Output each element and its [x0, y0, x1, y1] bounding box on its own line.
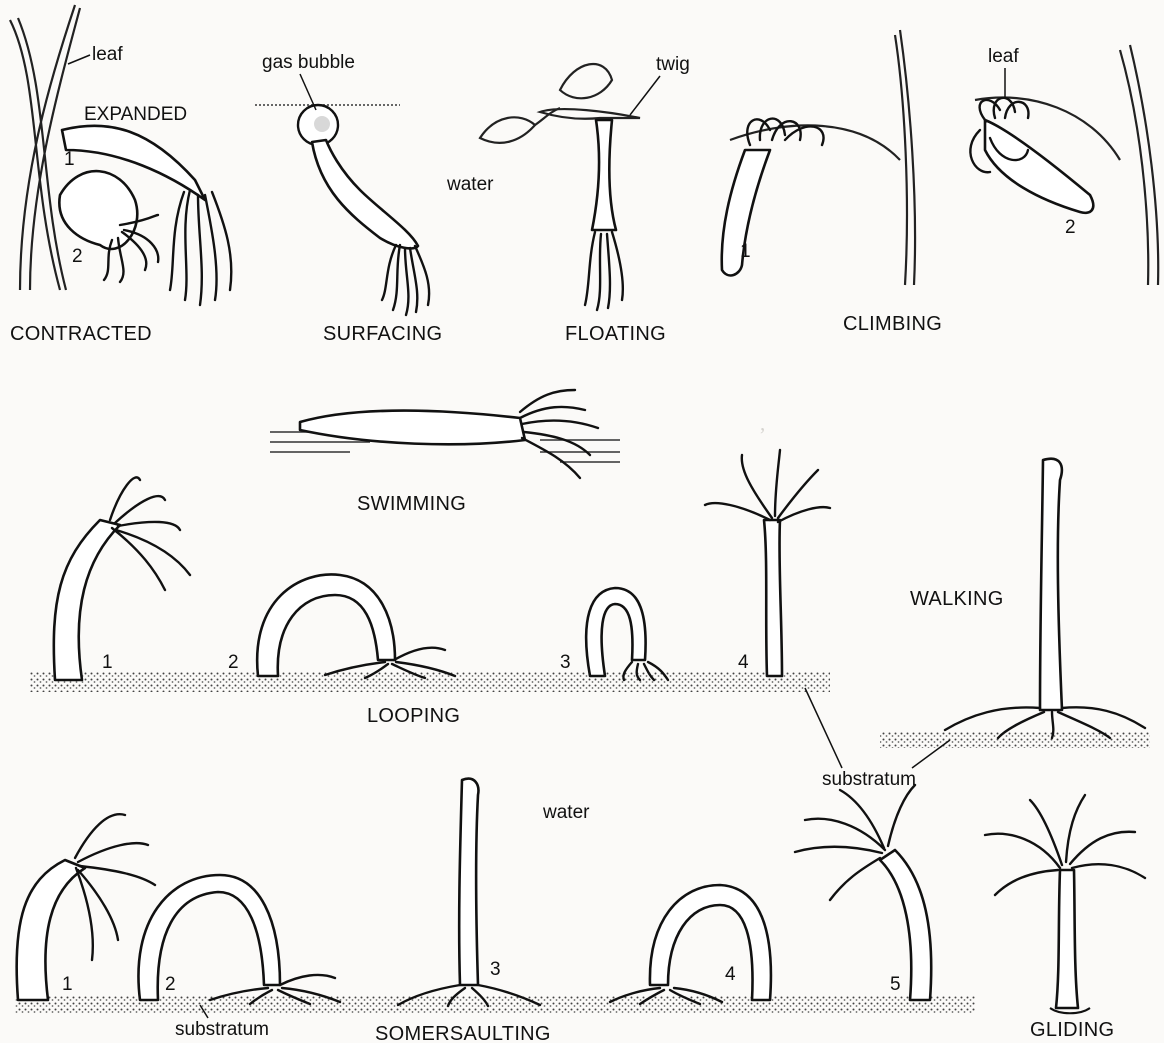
- label-loop-1: 1: [102, 652, 113, 673]
- label-climbing-number-1: 1: [740, 241, 751, 262]
- floating-hydra-body: [592, 120, 616, 230]
- label-floating: FLOATING: [565, 323, 666, 345]
- label-leaf-climbing: leaf: [988, 46, 1019, 67]
- label-somersault-3: 3: [490, 959, 501, 980]
- floating-leaf-1: [560, 64, 612, 98]
- label-somersaulting: SOMERSAULTING: [375, 1023, 551, 1043]
- climbing-leaf-blade-2: [1120, 45, 1158, 285]
- floating-leaf-2: [480, 117, 535, 143]
- surfacing-tentacles: [382, 245, 429, 315]
- label-water-top: water: [446, 174, 494, 195]
- looping-hydra-4-body: [764, 520, 782, 676]
- label-walking: WALKING: [910, 588, 1004, 610]
- label-somersault-4: 4: [725, 964, 736, 985]
- swimming-figure: SWIMMING: [270, 390, 620, 515]
- walking-figure: WALKING: [910, 459, 1145, 738]
- label-looping: LOOPING: [367, 705, 460, 727]
- label-loop-3: 3: [560, 652, 571, 673]
- expanded-tentacles: [170, 190, 231, 305]
- svg-text:,: ,: [760, 411, 765, 435]
- label-substratum-middle: substratum: [822, 769, 916, 790]
- somersault-hydra-5-body: [880, 850, 931, 1000]
- label-loop-4: 4: [738, 652, 749, 673]
- label-swimming: SWIMMING: [357, 493, 466, 515]
- contracted-expanded-figure: leaf EXPANDED 1 2 CONTRACTED: [10, 5, 231, 345]
- swimming-tentacles: [520, 390, 598, 478]
- label-somersault-2: 2: [165, 974, 176, 995]
- looping-hydra-3-body: [586, 588, 645, 676]
- label-somersault-5: 5: [890, 974, 901, 995]
- label-climbing-number-2: 2: [1065, 217, 1076, 238]
- floating-tentacles: [585, 232, 623, 310]
- contracted-hydra-body: [59, 171, 137, 249]
- looping-hydra-2-body: [257, 574, 395, 676]
- label-twig: twig: [656, 54, 690, 75]
- label-contracted: CONTRACTED: [10, 323, 152, 345]
- label-leaf-top-left: leaf: [92, 44, 123, 65]
- label-somersault-1: 1: [62, 974, 73, 995]
- label-gas-bubble: gas bubble: [262, 52, 355, 73]
- swimming-hydra-body: [300, 411, 525, 445]
- somersault-hydra-3-body: [459, 779, 478, 985]
- label-contracted-number-1: 1: [64, 149, 75, 170]
- gliding-figure: GLIDING: [985, 795, 1145, 1041]
- walking-hydra-body: [1040, 459, 1062, 710]
- floating-figure: twig FLOATING: [480, 54, 690, 345]
- climbing-figure: 1 leaf 2 CLIMBING: [722, 30, 1158, 335]
- label-surfacing: SURFACING: [323, 323, 442, 345]
- label-substratum-bottom: substratum: [175, 1019, 269, 1040]
- label-loop-2: 2: [228, 652, 239, 673]
- surfacing-hydra-body: [312, 140, 418, 248]
- label-contracted-number-2: 2: [72, 246, 83, 267]
- gliding-hydra-body: [1056, 870, 1078, 1008]
- label-water-middle: water: [542, 802, 590, 823]
- climbing-hydra-2-body: [985, 120, 1093, 213]
- somersaulting-figure: 1 2 3 4: [17, 779, 932, 1006]
- label-climbing: CLIMBING: [843, 313, 942, 335]
- somersault-hydra-1-body: [17, 860, 85, 1000]
- substratum-walking-band: [880, 732, 1150, 748]
- surfacing-figure: gas bubble SURFACING: [255, 52, 442, 345]
- somersault-hydra-2-body: [138, 875, 280, 1000]
- looping-4-tentacles: [705, 450, 830, 522]
- looping-1-tentacles: [110, 477, 190, 590]
- substratum-middle-band: [30, 672, 830, 692]
- label-expanded: EXPANDED: [84, 104, 187, 125]
- background-bleed-text: ,: [760, 411, 765, 435]
- somersault-hydra-4-body: [650, 885, 771, 1000]
- label-gliding: GLIDING: [1030, 1019, 1114, 1041]
